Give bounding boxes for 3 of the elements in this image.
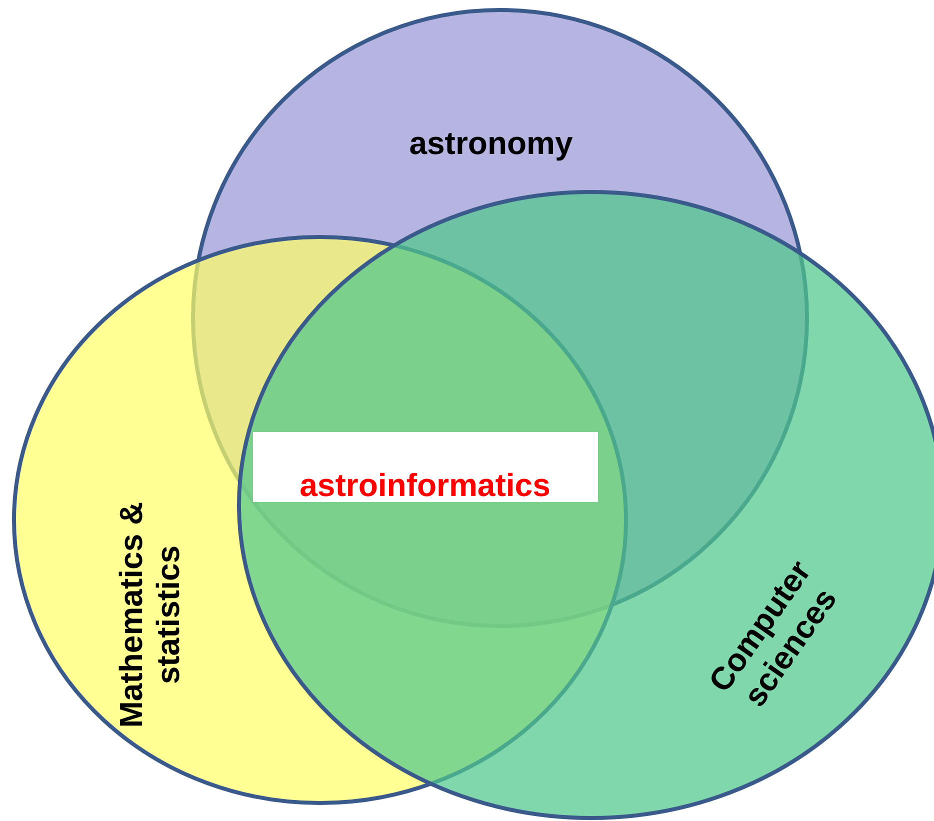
set-label: Mathematics & statistics (113, 500, 187, 730)
set-label: astronomy (408, 125, 574, 162)
set-label: astroinformatics (298, 467, 552, 504)
